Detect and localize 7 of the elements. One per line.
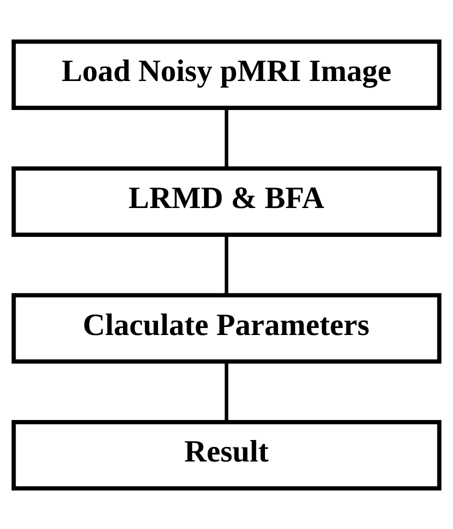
connector bbox=[224, 234, 228, 295]
node-box: LRMD & BFA bbox=[12, 166, 442, 236]
connector bbox=[224, 108, 228, 168]
connector bbox=[224, 361, 228, 422]
node-box: Result bbox=[12, 420, 442, 490]
node-box: Claculate Parameters bbox=[12, 292, 442, 364]
node-box: Load Noisy pMRI Image bbox=[12, 39, 442, 110]
